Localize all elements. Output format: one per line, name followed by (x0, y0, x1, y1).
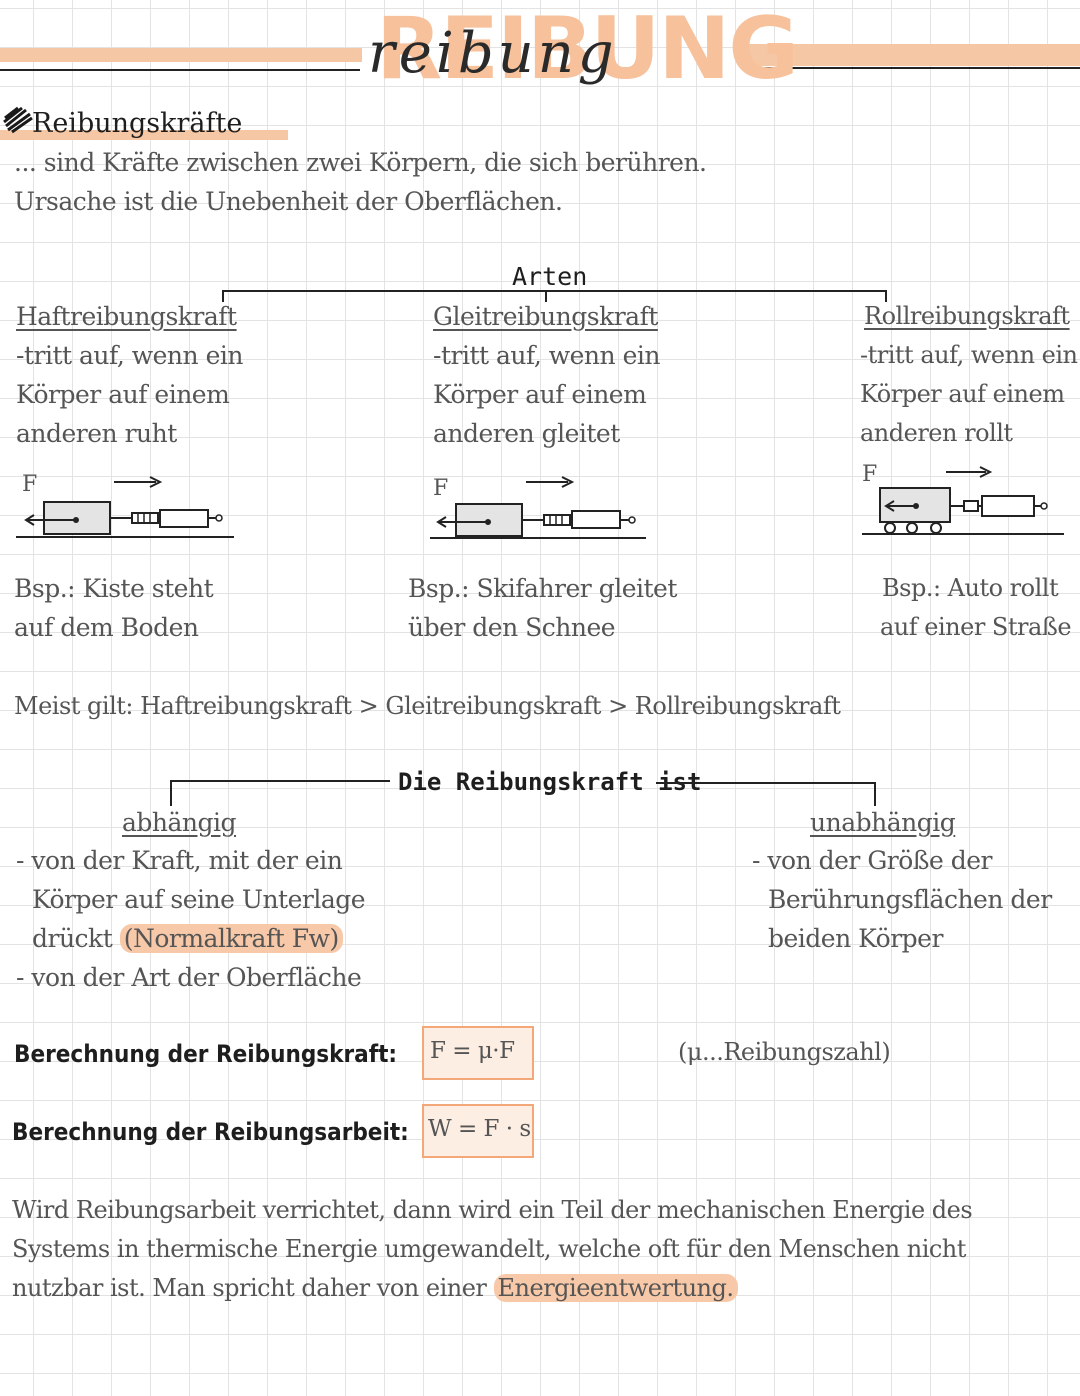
type-example-roll-2: auf einer Straße (880, 613, 1072, 641)
force-label-roll: F (862, 462, 877, 487)
types-bracket-right (885, 290, 887, 302)
independent-line-3: beiden Körper (768, 924, 943, 953)
comparison-line: Meist gilt: Haftreibungskraft > Gleitrei… (14, 692, 841, 720)
types-bracket-left (222, 290, 224, 302)
force-formula-box (422, 1026, 534, 1080)
type-desc-haft-2: Körper auf einem (16, 380, 230, 409)
work-formula: W = F · s (428, 1116, 531, 1142)
closing-line-3: nutzbar ist. Man spricht daher von einer… (12, 1274, 738, 1302)
type-desc-haft-1: -tritt auf, wenn ein (16, 341, 243, 370)
dep-bracket-left-h (170, 780, 390, 782)
intro-line-1: ... sind Kräfte zwischen zwei Körpern, d… (14, 148, 707, 177)
title-rule-left (0, 69, 360, 71)
independent-line-1: - von der Größe der (752, 846, 992, 875)
title-bar-left (0, 48, 362, 62)
closing-line-1: Wird Reibungsarbeit verrichtet, dann wir… (12, 1196, 973, 1224)
work-formula-box (422, 1104, 534, 1158)
independent-title: unabhängig (810, 808, 956, 837)
type-desc-gleit-2: Körper auf einem (433, 380, 647, 409)
gleitreibung-diagram (430, 476, 646, 539)
dependent-line-4: - von der Art der Oberfläche (16, 963, 362, 992)
types-heading: Arten (512, 262, 588, 291)
dependent-line-1: - von der Kraft, mit der ein (16, 846, 343, 875)
type-desc-roll-1: -tritt auf, wenn ein (860, 341, 1078, 369)
dep-bracket-left-v (170, 780, 172, 806)
closing-line-2: Systems in thermische Energie umgewandel… (12, 1235, 966, 1263)
force-label-haft: F (22, 472, 37, 497)
dependent-title: abhängig (122, 808, 237, 837)
type-example-haft-1: Bsp.: Kiste steht (14, 574, 214, 603)
normal-force-highlight: (Normalkraft Fw) (119, 924, 343, 953)
work-formula-label: Berechnung der Reibungsarbeit: (12, 1118, 409, 1146)
dependent-line-2: Körper auf seine Unterlage (32, 885, 366, 914)
dependency-heading: Die Reibungskraft ist (398, 768, 702, 796)
types-bracket-h (222, 290, 887, 292)
force-formula-label: Berechnung der Reibungskraft: (14, 1040, 398, 1068)
dep-bracket-right-v (874, 782, 876, 806)
force-formula-note: (μ...Reibungszahl) (678, 1038, 891, 1066)
dependent-line-3-text: drückt (32, 924, 113, 953)
title-rule-right (746, 67, 1080, 69)
type-desc-gleit-1: -tritt auf, wenn ein (433, 341, 660, 370)
closing-line-3-text: nutzbar ist. Man spricht daher von einer (12, 1274, 487, 1302)
intro-line-2: Ursache ist die Unebenheit der Oberfläch… (14, 187, 563, 216)
type-desc-roll-3: anderen rollt (860, 419, 1013, 447)
type-example-gleit-1: Bsp.: Skifahrer gleitet (408, 574, 677, 603)
section-heading: Reibungskräfte (32, 108, 243, 139)
type-example-gleit-2: über den Schnee (408, 613, 616, 642)
force-formula: F = μ·F (430, 1038, 515, 1064)
heading-underline (0, 130, 288, 140)
dependent-line-3: drückt (Normalkraft Fw) (32, 924, 343, 953)
dep-bracket-right-h (656, 782, 876, 784)
rollreibung-diagram (862, 466, 1064, 535)
scribble-icon (3, 106, 33, 134)
energy-devaluation-highlight: Energieentwertung. (493, 1274, 738, 1302)
types-bracket-mid (545, 290, 547, 302)
type-name-roll: Rollreibungskraft (864, 302, 1070, 330)
type-example-haft-2: auf dem Boden (14, 613, 199, 642)
force-label-gleit: F (433, 476, 448, 501)
type-desc-gleit-3: anderen gleitet (433, 419, 620, 448)
type-desc-haft-3: anderen ruht (16, 419, 177, 448)
title-watermark: REIBUNG (376, 0, 799, 99)
type-name-gleit: Gleitreibungskraft (433, 302, 658, 331)
title-bar-right (746, 44, 1080, 66)
type-desc-roll-2: Körper auf einem (860, 380, 1065, 408)
independent-line-2: Berührungsflächen der (768, 885, 1052, 914)
type-example-roll-1: Bsp.: Auto rollt (882, 574, 1059, 602)
type-name-haft: Haftreibungskraft (16, 302, 237, 331)
haftreibung-diagram (16, 476, 234, 538)
title-script: reibung (368, 21, 618, 86)
